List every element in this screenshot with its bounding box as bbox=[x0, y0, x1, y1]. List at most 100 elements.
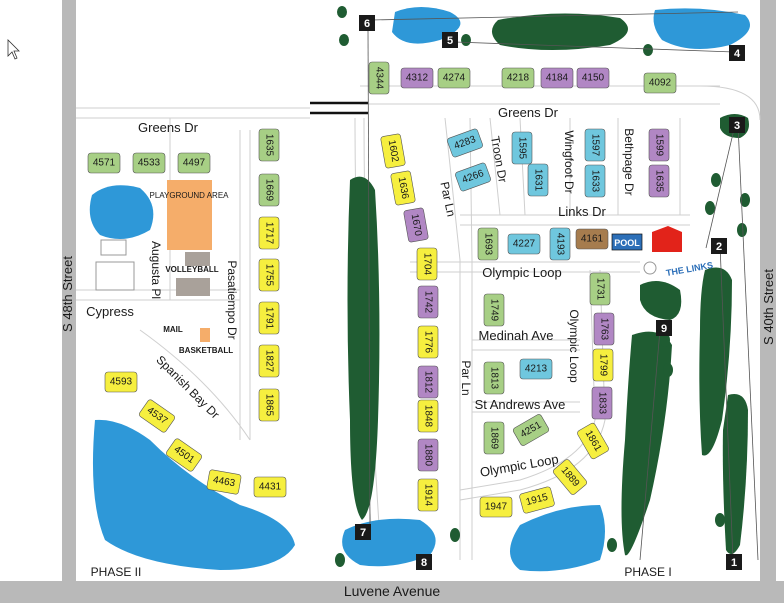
pool bbox=[611, 233, 643, 251]
building-footprint bbox=[479, 496, 513, 518]
fairway-middle bbox=[621, 331, 672, 556]
building-number: 1865 bbox=[264, 394, 275, 417]
building-4184: 4184 bbox=[540, 67, 574, 89]
golf-fairways bbox=[347, 13, 749, 556]
building-4227: 4227 bbox=[507, 233, 541, 255]
building-number: 4571 bbox=[93, 158, 116, 169]
building-footprint bbox=[258, 388, 280, 422]
building-footprint bbox=[593, 312, 615, 346]
building-number: 4218 bbox=[507, 73, 530, 84]
building-1670: 1670 bbox=[403, 207, 429, 243]
building-number: 4161 bbox=[581, 234, 604, 245]
fairway-top bbox=[491, 13, 628, 51]
building-footprint bbox=[258, 344, 280, 378]
building-footprint bbox=[577, 422, 609, 460]
building-footprint bbox=[417, 438, 439, 472]
hole-marker-7: 7 bbox=[355, 524, 371, 540]
building-footprint bbox=[258, 216, 280, 250]
building-number: 4184 bbox=[546, 73, 569, 84]
building-number: 1755 bbox=[264, 264, 275, 287]
building-footprint bbox=[527, 163, 549, 197]
pond-southeast bbox=[510, 505, 605, 572]
building-footprint bbox=[417, 365, 439, 399]
building-number: 1791 bbox=[264, 307, 275, 330]
volleyball-pad bbox=[176, 278, 210, 296]
building-footprint bbox=[403, 207, 429, 243]
label-bethpage: Bethpage Dr bbox=[622, 128, 636, 195]
building-number: 1631 bbox=[533, 169, 544, 192]
building-1813: 1813 bbox=[483, 361, 505, 395]
pond-southwest bbox=[92, 419, 295, 570]
building-footprint bbox=[253, 476, 287, 498]
pool-label: POOL bbox=[614, 238, 640, 248]
building-footprint bbox=[540, 67, 574, 89]
building-number: 1704 bbox=[422, 253, 433, 276]
building-4344: 4344 bbox=[368, 61, 390, 95]
label-olympic-right: Olympic Loop bbox=[567, 309, 581, 383]
hole-number: 2 bbox=[716, 241, 722, 253]
building-number: 1731 bbox=[595, 278, 606, 301]
building-1915: 1915 bbox=[519, 486, 555, 514]
building-footprint bbox=[575, 228, 609, 250]
building-footprint bbox=[648, 128, 670, 162]
building-1693: 1693 bbox=[477, 227, 499, 261]
building-number: 1595 bbox=[517, 137, 528, 160]
building-number: 1812 bbox=[423, 371, 434, 394]
hole-number: 3 bbox=[734, 120, 740, 132]
building-number: 4274 bbox=[443, 73, 466, 84]
building-footprint bbox=[455, 162, 491, 192]
label-s40: S 40th Street bbox=[761, 269, 776, 345]
label-olympic-top: Olympic Loop bbox=[482, 265, 561, 280]
building-footprint bbox=[501, 67, 535, 89]
hole-number: 5 bbox=[447, 35, 453, 47]
building-footprint bbox=[643, 72, 677, 94]
building-1731: 1731 bbox=[589, 272, 611, 306]
building-4218: 4218 bbox=[501, 67, 535, 89]
building-1597: 1597 bbox=[584, 128, 606, 162]
building-4161: 4161 bbox=[575, 228, 609, 250]
label-luvene: Luvene Avenue bbox=[344, 583, 440, 599]
building-footprint bbox=[400, 67, 434, 89]
building-4251: 4251 bbox=[512, 414, 550, 446]
hole-marker-box bbox=[442, 32, 458, 48]
building-footprint bbox=[589, 272, 611, 306]
hole-marker-box bbox=[729, 45, 745, 61]
building-footprint bbox=[519, 358, 553, 380]
building-footprint bbox=[592, 348, 614, 382]
building-4266: 4266 bbox=[455, 162, 491, 192]
label-augusta: Augusta Pl bbox=[149, 241, 163, 299]
building-1763: 1763 bbox=[593, 312, 615, 346]
s48-road bbox=[62, 0, 76, 603]
logo-ring bbox=[643, 261, 657, 275]
building-number: 1914 bbox=[423, 484, 434, 507]
building-footprint bbox=[390, 170, 416, 206]
building-4274: 4274 bbox=[437, 67, 471, 89]
building-footprint bbox=[258, 173, 280, 207]
building-footprint bbox=[258, 128, 280, 162]
building-number: 1848 bbox=[423, 405, 434, 428]
building-4193: 4193 bbox=[549, 227, 571, 261]
building-number: 1597 bbox=[590, 134, 601, 157]
hole-number: 7 bbox=[360, 527, 366, 539]
building-footprint bbox=[258, 258, 280, 292]
building-1755: 1755 bbox=[258, 258, 280, 292]
building-1704: 1704 bbox=[416, 247, 438, 281]
building-footprint bbox=[87, 152, 121, 174]
label-troon: Troon Dr bbox=[488, 135, 510, 184]
building-1827: 1827 bbox=[258, 344, 280, 378]
building-4463: 4463 bbox=[206, 469, 242, 495]
building-number: 4150 bbox=[582, 73, 605, 84]
hole-marker-box bbox=[416, 554, 432, 570]
building-footprint bbox=[417, 285, 439, 319]
hole-routes bbox=[367, 11, 759, 561]
hole-number: 8 bbox=[421, 557, 427, 569]
building-number: 1799 bbox=[598, 354, 609, 377]
building-number: 1880 bbox=[423, 444, 434, 467]
building-footprint bbox=[139, 399, 175, 433]
building-number: 4431 bbox=[259, 482, 282, 493]
building-1791: 1791 bbox=[258, 301, 280, 335]
building-1602: 1602 bbox=[380, 133, 406, 169]
hole-marker-8: 8 bbox=[416, 554, 432, 570]
green-hole-9 bbox=[640, 281, 682, 320]
